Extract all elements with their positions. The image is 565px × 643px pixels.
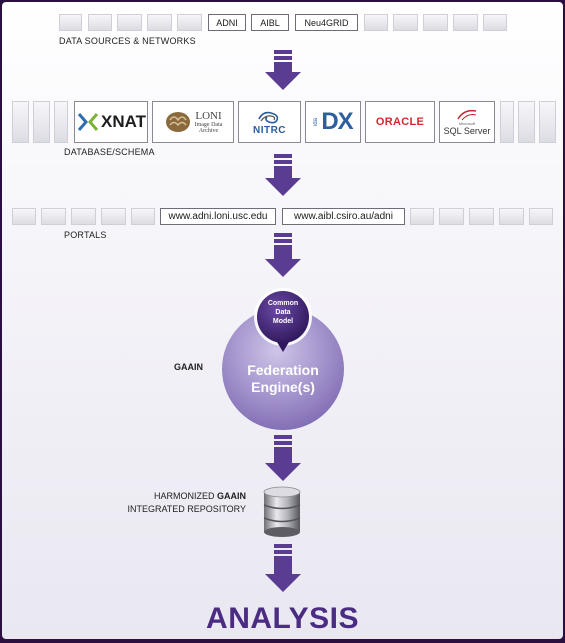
portal-url-adni[interactable]: www.adni.loni.usc.edu xyxy=(160,208,276,225)
blank-tile xyxy=(393,14,418,31)
blank-tile xyxy=(453,14,478,31)
portals-label: PORTALS xyxy=(64,230,107,240)
cdm-line-3: Model xyxy=(272,318,294,325)
blank-tile xyxy=(59,14,82,31)
blank-tile xyxy=(500,101,514,143)
loni-subtitle-line2: Archive xyxy=(198,128,219,134)
repository-label-line1: HARMONIZED GAAIN xyxy=(92,490,246,503)
blank-tile xyxy=(54,101,68,143)
oracle-text: ORACLE xyxy=(375,116,425,128)
down-arrow-icon xyxy=(265,544,301,592)
engine-line-1: Federation xyxy=(247,362,319,378)
blank-tile xyxy=(423,14,448,31)
nitrc-text: NITRC xyxy=(252,124,287,136)
blank-tile xyxy=(177,14,202,31)
blank-tile xyxy=(483,14,507,31)
source-box-adni: ADNI xyxy=(208,14,246,31)
sql-server-small-text: Microsoft xyxy=(458,120,476,126)
blank-tile xyxy=(33,101,50,143)
oracle-logo: ORACLE xyxy=(365,101,435,143)
ida-small-text: ida xyxy=(313,117,320,126)
blank-tile xyxy=(364,14,388,31)
source-box-aibl: AIBL xyxy=(251,14,289,31)
harmonized-text: HARMONIZED xyxy=(154,491,217,501)
blank-tile xyxy=(117,14,142,31)
common-data-model-circle xyxy=(257,291,309,343)
blank-tile xyxy=(539,101,556,143)
down-arrow-icon xyxy=(265,233,301,277)
federation-engine-label: Federation Engine(s) xyxy=(223,362,343,396)
cdm-line-1: Common xyxy=(267,300,299,307)
swirl-icon xyxy=(257,111,278,123)
xnat-text: XNAT xyxy=(100,112,146,131)
blank-tile xyxy=(12,101,29,143)
blank-tile xyxy=(88,14,112,31)
blank-tile xyxy=(410,208,434,225)
blank-tile xyxy=(71,208,96,225)
database-cylinder-icon xyxy=(263,486,301,537)
blank-tile xyxy=(12,208,36,225)
ida-logo: ida DX xyxy=(305,101,361,143)
data-sources-label: DATA SOURCES & NETWORKS xyxy=(59,36,196,46)
blank-tile xyxy=(529,208,553,225)
common-data-model-label: Common Data Model xyxy=(258,299,308,326)
federation-diagram xyxy=(222,288,344,430)
xnat-mark-icon xyxy=(77,113,99,131)
sql-server-logo: Microsoft SQL Server xyxy=(439,101,495,143)
down-arrow-icon xyxy=(265,435,301,481)
blank-tile xyxy=(499,208,524,225)
blank-tile xyxy=(147,14,172,31)
blank-tile xyxy=(518,101,535,143)
blank-tile xyxy=(101,208,126,225)
sql-server-mark-icon xyxy=(457,109,477,120)
gaain-label: GAAIN xyxy=(174,362,203,372)
sql-server-text: SQL Server xyxy=(443,125,491,136)
down-arrow-icon xyxy=(265,50,301,90)
loni-title: LONI xyxy=(195,110,222,122)
loni-logo: LONI Image Data Archive xyxy=(152,101,234,143)
repository-label: HARMONIZED GAAIN INTEGRATED REPOSITORY xyxy=(92,490,246,516)
portal-url-aibl[interactable]: www.aibl.csiro.au/adni xyxy=(282,208,405,225)
blank-tile xyxy=(131,208,155,225)
source-box-neu4grid: Neu4GRID xyxy=(295,14,358,31)
engine-line-2: Engine(s) xyxy=(251,379,315,395)
brain-icon xyxy=(165,112,190,132)
gaain-bold-text: GAAIN xyxy=(217,491,246,501)
blank-tile xyxy=(469,208,494,225)
xnat-logo: XNAT xyxy=(74,101,148,143)
analysis-title: ANALYSIS xyxy=(206,602,359,635)
blank-tile xyxy=(41,208,66,225)
repository-label-line2: INTEGRATED REPOSITORY xyxy=(127,504,246,514)
idx-text: DX xyxy=(321,108,353,135)
database-schema-label: DATABASE/SCHEMA xyxy=(64,147,155,157)
nitrc-logo: NITRC xyxy=(238,101,301,143)
cdm-line-2: Data xyxy=(275,309,291,316)
down-arrow-icon xyxy=(265,154,301,196)
loni-subtitle-line1: Image Data xyxy=(194,122,223,128)
blank-tile xyxy=(439,208,464,225)
federation-engine-circle xyxy=(222,308,344,430)
